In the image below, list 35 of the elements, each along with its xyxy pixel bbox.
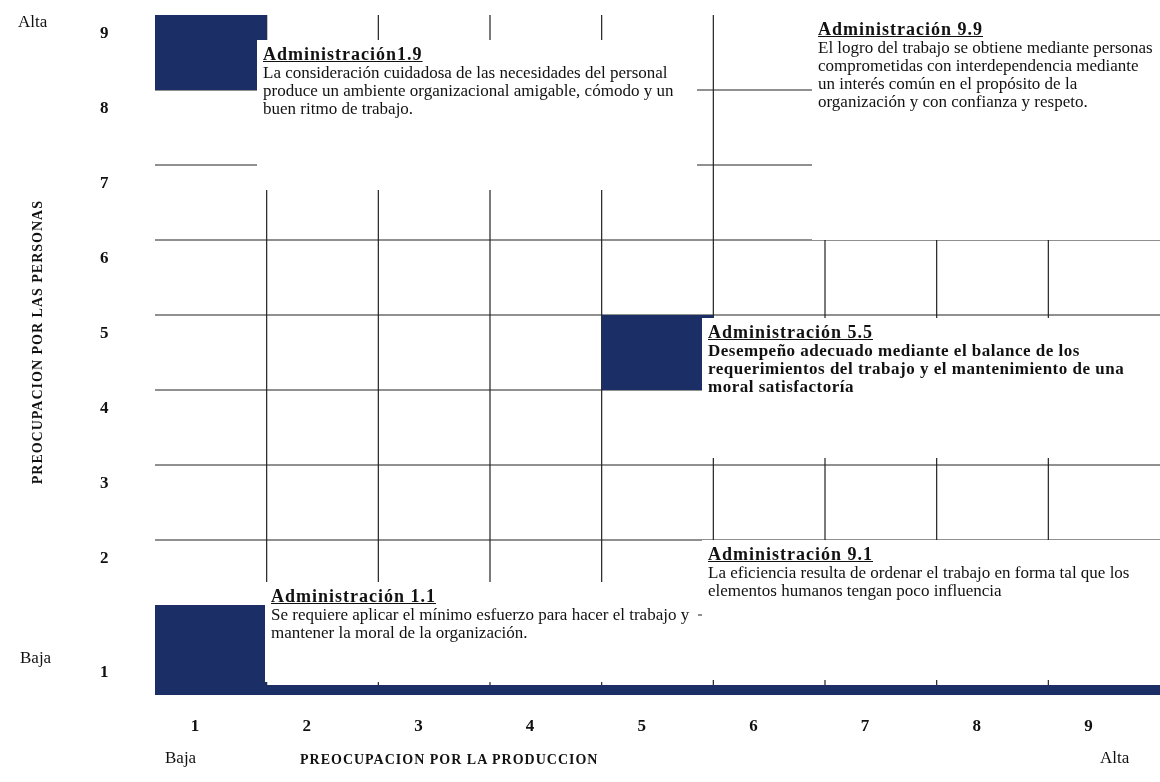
tick-label: 3 [100, 473, 109, 493]
description: Desempeño adecuado mediante el balance de los requerimientos del trabajo y el mantenimiento de una moral satisfactoría [708, 342, 1126, 396]
heading: Administración 9.9 [818, 19, 984, 39]
heading: Administración 1.1 [271, 586, 437, 606]
axis-end-label: Baja [20, 648, 52, 668]
description: Se requiere aplicar el mínimo esfuerzo para hacer el trabajo y mantener la moral de la organización. [271, 606, 691, 642]
description: El logro del trabajo se obtiene mediante personas comprometidas con interdependencia mediante un interés común en el propósito de la organización y con confianza y respeto. [818, 39, 1154, 111]
tick-label: 4 [525, 716, 535, 736]
tick-label: 9 [1084, 716, 1093, 736]
tick-label: 1 [100, 662, 109, 682]
axis-end-label: Alta [1100, 748, 1130, 768]
tick-label: 6 [749, 716, 758, 736]
axis-title: PREOCUPACION POR LAS PERSONAS [30, 200, 46, 485]
tick-label: 5 [637, 716, 646, 736]
description: La consideración cuidadosa de las necesidades del personal produce un ambiente organizacional amigable, cómodo y un buen ritmo de trabajo. [263, 64, 675, 118]
heading: Administración 5.5 [708, 322, 874, 342]
heading: Administración1.9 [263, 44, 424, 64]
heading: Administración 9.1 [708, 544, 874, 564]
tick-label: 6 [100, 248, 109, 268]
description: La eficiencia resulta de ordenar el trabajo en forma tal que los elementos humanos tengan poco influencia [708, 564, 1131, 600]
tick-label: 5 [100, 323, 109, 343]
tick-label: 8 [972, 716, 981, 736]
tick-label: 7 [860, 716, 870, 736]
tick-label: 4 [100, 398, 109, 418]
tick-label: 1 [190, 716, 200, 736]
tick-label: 2 [302, 716, 311, 736]
text-box [702, 318, 1160, 458]
axis-title: PREOCUPACION POR LA PRODUCCION [300, 752, 599, 768]
tick-label: 7 [100, 173, 109, 193]
axis-end-label: Baja [165, 748, 197, 768]
tick-label: 9 [100, 23, 109, 43]
tick-label: 8 [100, 98, 109, 118]
tick-label: 3 [414, 716, 423, 736]
axis-end-label: Alta [18, 12, 48, 32]
tick-label: 2 [100, 548, 109, 568]
